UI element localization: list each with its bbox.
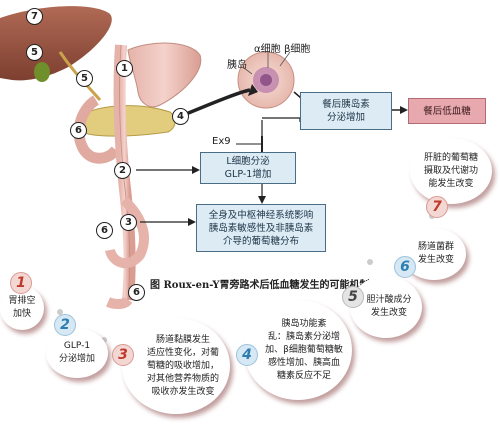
anatomy-marker-7: 7: [26, 8, 43, 25]
mechanism-3-line2: 适应性变化，对葡: [146, 347, 219, 358]
mechanism-number-2: 2: [54, 314, 76, 336]
mechanism-6-line1: 肠道菌群: [417, 242, 454, 252]
mechanism-7-line2: 摄取及代谢功: [423, 165, 478, 176]
cns-line2: 胰岛素敏感性及非胰岛素: [208, 222, 314, 234]
mechanism-4-line4: 感性增加、胰高血: [267, 357, 340, 368]
postprandial-hypoglycemia-box: 餐后低血糖: [408, 98, 486, 124]
mechanism-7-line1: 肝脏的葡萄糖: [423, 152, 478, 163]
l-cell-line2: GLP-1增加: [224, 169, 272, 180]
figure-caption: 图 Roux-en-Y胃旁路术后低血糖发生的可能机制: [150, 280, 370, 291]
anatomy-marker-3: 3: [120, 214, 137, 231]
mechanism-1-line2: 加快: [12, 309, 31, 319]
stomach-remnant: [127, 42, 202, 108]
mechanism-4-line2: 乱：胰岛素分泌增: [267, 331, 340, 342]
mechanism-3-line1: 肠道黏膜发生: [155, 334, 210, 345]
anatomy-marker-6b: 6: [96, 222, 113, 239]
l-cell-line1: L细胞分泌: [226, 156, 270, 167]
mechanism-7-line3: 能发生改变: [428, 178, 474, 189]
mechanism-6-line2: 发生改变: [417, 255, 454, 265]
mechanism-4-line3: 加、β细胞葡萄糖敏: [265, 344, 343, 355]
postprandial-insulin-line2: 分泌增加: [326, 112, 365, 123]
mechanism-4-line1: 胰岛功能紊: [281, 318, 327, 329]
mechanism-number-6: 6: [394, 256, 416, 278]
systemic-cns-box: 全身及中枢神经系统影响 胰岛素敏感性及非胰岛素 介导的葡萄糖分布: [196, 204, 326, 252]
gallbladder: [34, 62, 50, 82]
mechanism-bubble-7: 肝脏的葡萄糖 摄取及代谢功 能发生改变: [410, 138, 492, 204]
mechanism-number-7: 7: [426, 196, 448, 218]
mechanism-3-line5: 吸收亦发生改变: [151, 386, 215, 397]
mechanism-2-line1: GLP-1: [63, 341, 91, 351]
postprandial-insulin-box: 餐后胰岛素 分泌增加: [300, 92, 392, 130]
mechanism-bubble-3: 肠道黏膜发生 适应性变化，对葡 萄糖的吸收增加， 对其他营养物质的 吸收亦发生改…: [122, 318, 230, 414]
alpha-cell-label: α细胞: [254, 44, 281, 55]
l-cell-glp1-box: L细胞分泌 GLP-1增加: [200, 152, 296, 184]
mechanism-bubble-5: 胆汁酸成分 发生改变: [350, 276, 422, 338]
anatomy-marker-6c: 6: [128, 284, 145, 301]
mechanism-2-line2: 分泌增加: [58, 354, 95, 364]
mechanism-number-5: 5: [342, 286, 364, 308]
mechanism-3-line4: 对其他营养物质的: [146, 373, 219, 384]
mechanism-5-line1: 胆汁酸成分: [366, 295, 412, 305]
postprandial-insulin-line1: 餐后胰岛素: [322, 99, 370, 110]
mechanism-5-line2: 发生改变: [370, 308, 407, 318]
cns-line3: 介导的葡萄糖分布: [222, 235, 299, 247]
beta-cell-label: β细胞: [284, 44, 311, 55]
anatomy-marker-1: 1: [116, 60, 133, 77]
pancreas: [78, 105, 176, 137]
common-channel: [105, 196, 149, 269]
mechanism-3-line3: 萄糖的吸收增加，: [146, 360, 219, 371]
anatomy-marker-6a: 6: [70, 122, 87, 139]
mechanism-number-3: 3: [112, 344, 134, 366]
mechanism-bubble-4: 胰岛功能紊 乱：胰岛素分泌增 加、β细胞葡萄糖敏 感性增加、胰高血 糖素反应不足: [244, 300, 352, 400]
pancreas-islet-label: 胰岛: [227, 60, 247, 71]
cns-line1: 全身及中枢神经系统影响: [208, 209, 314, 221]
mechanism-bubble-2: GLP-1 分泌增加: [46, 328, 108, 378]
mechanism-number-1: 1: [10, 272, 32, 294]
mechanism-4-line5: 糖素反应不足: [276, 370, 331, 381]
anatomy-marker-4: 4: [172, 108, 189, 125]
ex9-label: Ex9: [212, 136, 231, 147]
duodenum: [73, 95, 121, 164]
anatomy-marker-5b: 5: [76, 70, 93, 87]
anatomy-marker-2: 2: [114, 162, 131, 179]
anatomy-marker-5a: 5: [26, 44, 43, 61]
mechanism-1-line1: 胃排空: [8, 296, 36, 306]
liver: [0, 6, 112, 81]
mechanism-number-4: 4: [236, 344, 258, 366]
